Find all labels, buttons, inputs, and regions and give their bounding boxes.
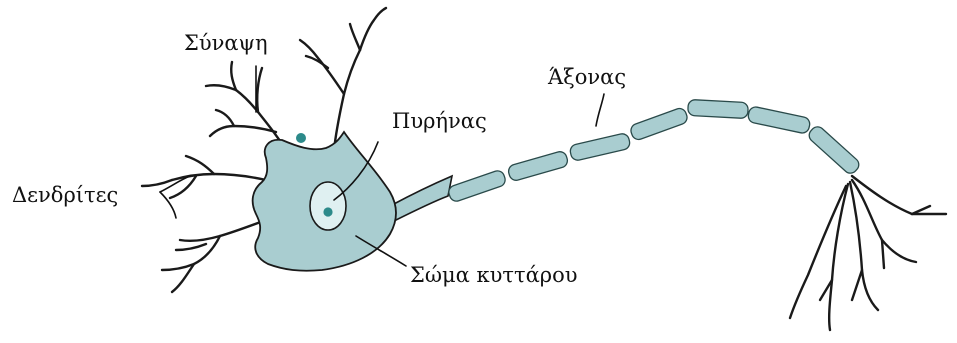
myelin-segment xyxy=(629,107,689,142)
myelin-segment xyxy=(507,150,569,182)
nucleus xyxy=(310,182,346,230)
myelin-segment xyxy=(806,124,861,176)
myelin-segment xyxy=(569,132,631,161)
synapse-label: Σύναψη xyxy=(184,31,268,55)
axon-leader xyxy=(596,94,604,126)
axon-trunk xyxy=(392,176,452,222)
myelin-segment xyxy=(747,106,811,135)
synaptic-dot xyxy=(296,133,306,143)
cell-body-label: Σώμα κυττάρου xyxy=(410,263,578,287)
dendrites-label: Δενδρίτες xyxy=(12,183,118,207)
axon-terminals xyxy=(790,176,946,330)
nucleus-label: Πυρήνας xyxy=(392,109,487,133)
myelin-segment xyxy=(688,99,749,118)
myelin-sheath xyxy=(447,99,862,203)
axon-label: Άξονας xyxy=(547,65,626,89)
nucleolus xyxy=(323,207,332,216)
myelin-segment xyxy=(447,169,507,203)
